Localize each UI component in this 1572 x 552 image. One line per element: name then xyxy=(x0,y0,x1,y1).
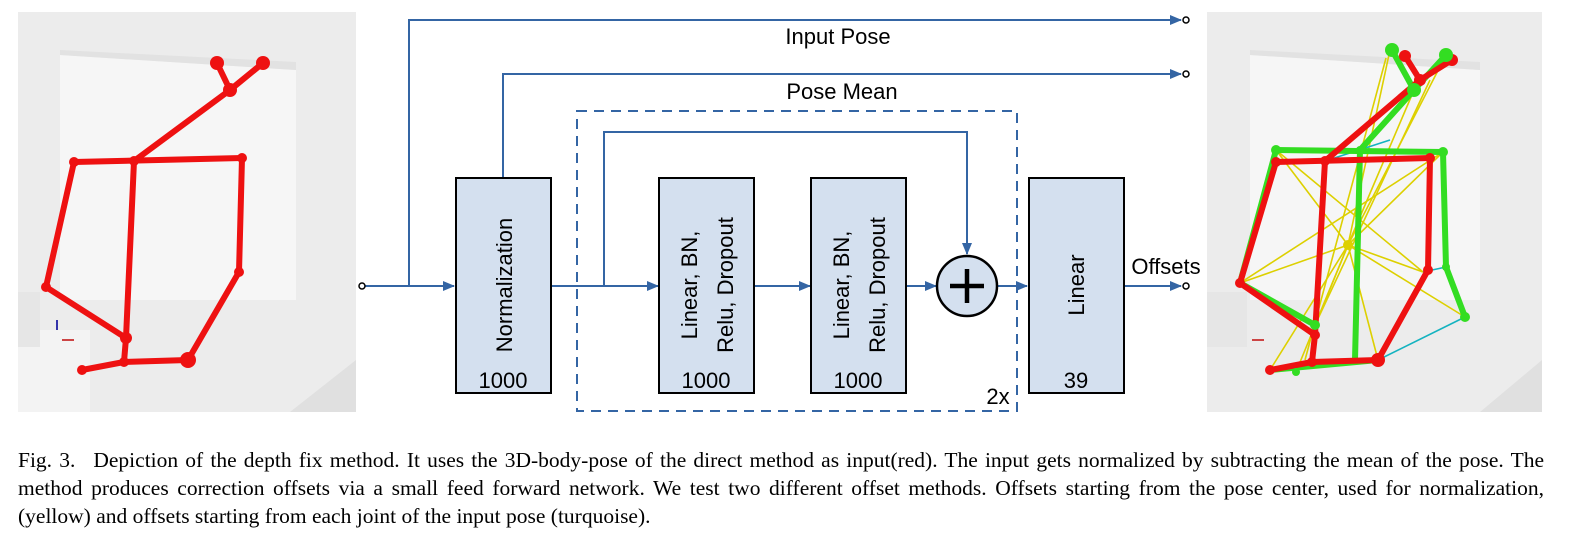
block1-label-line1: Linear, BN, xyxy=(677,231,702,340)
network-diagram xyxy=(365,15,1182,412)
input-pose-render xyxy=(18,12,356,412)
normalization-size: 1000 xyxy=(479,368,528,393)
linear-output-block: Linear 39 xyxy=(1028,177,1125,394)
residual-skip-arrow xyxy=(603,131,972,286)
block2-size: 1000 xyxy=(834,368,883,393)
figure-canvas: Normalization 1000 Linear, BN, Relu, Dro… xyxy=(18,12,1542,412)
block1-size: 1000 xyxy=(682,368,731,393)
block2-label-line1: Linear, BN, xyxy=(829,231,854,340)
pose-mean-terminal xyxy=(1182,70,1190,78)
linear-size: 39 xyxy=(1064,368,1088,393)
caption-text: Depiction of the depth fix method. It us… xyxy=(18,448,1544,528)
input-terminal xyxy=(358,282,366,290)
figure-label: Fig. 3. xyxy=(18,448,76,472)
linear-bn-relu-dropout-block-2: Linear, BN, Relu, Dropout 1000 xyxy=(810,177,907,394)
input-pose-terminal xyxy=(1182,16,1190,24)
corrected-pose-render xyxy=(1207,12,1542,412)
repeat-count-label: 2x xyxy=(986,384,1009,409)
pose-mean-label: Pose Mean xyxy=(786,79,897,104)
block2-label-line2: Relu, Dropout xyxy=(865,217,890,353)
offsets-label: Offsets xyxy=(1131,254,1200,279)
block1-label-line2: Relu, Dropout xyxy=(713,217,738,353)
input-pose-label: Input Pose xyxy=(785,24,890,49)
input-pose-arrow xyxy=(408,15,1182,286)
repeat-group-box xyxy=(576,110,1018,412)
pose-mean-arrow xyxy=(502,69,1182,178)
linear-label: Linear xyxy=(1064,254,1089,315)
offsets-terminal xyxy=(1182,282,1190,290)
normalization-label: Normalization xyxy=(492,218,517,353)
normalization-block: Normalization 1000 xyxy=(455,177,552,394)
linear-bn-relu-dropout-block-1: Linear, BN, Relu, Dropout 1000 xyxy=(658,177,755,394)
figure-caption: Fig. 3.Depiction of the depth fix method… xyxy=(18,446,1544,530)
add-node xyxy=(935,254,999,318)
